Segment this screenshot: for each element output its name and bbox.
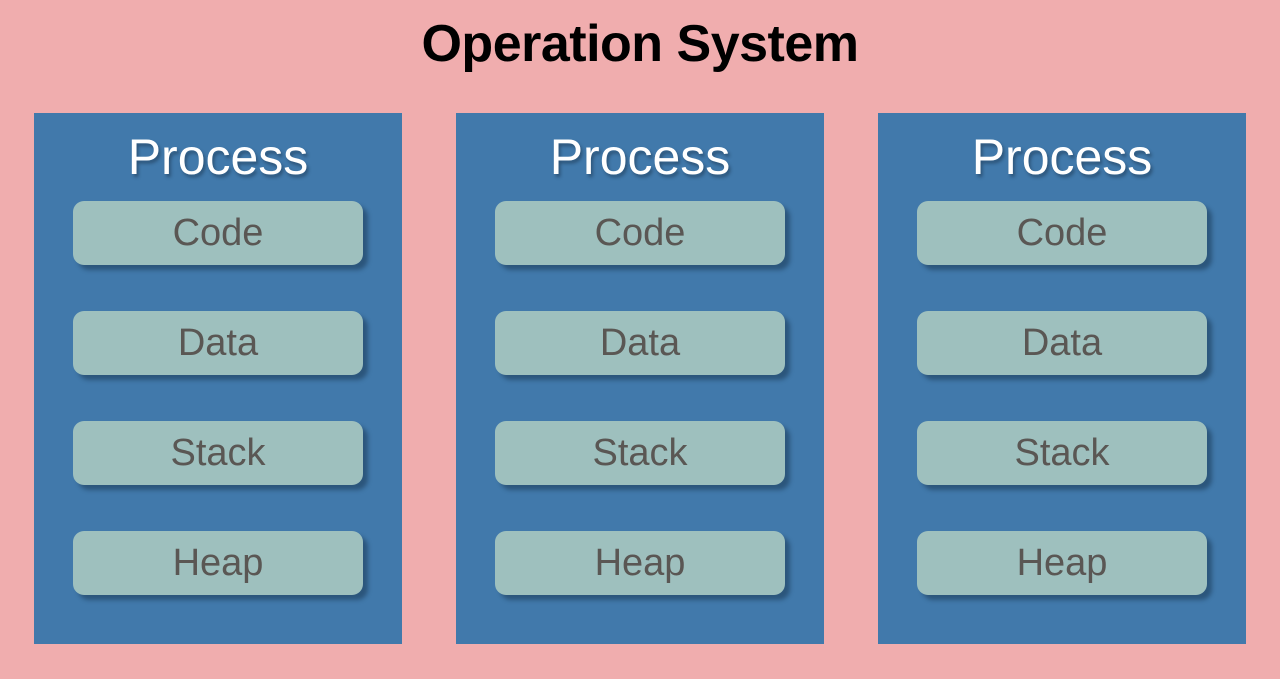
segment-heap[interactable]: Heap — [495, 530, 785, 595]
process-title: Process — [549, 129, 731, 185]
segment-code[interactable]: Code — [495, 200, 785, 265]
segment-label: Heap — [594, 541, 686, 584]
process-row: Process Code Data Stack Heap Process — [34, 113, 1246, 644]
segment-label: Stack — [592, 431, 688, 474]
segment-label: Code — [1016, 211, 1108, 254]
process-title: Process — [971, 129, 1153, 185]
segment-stack[interactable]: Stack — [917, 420, 1207, 485]
segment-label: Stack — [170, 431, 266, 474]
segment-label: Heap — [1016, 541, 1108, 584]
segment-label: Data — [599, 321, 681, 364]
segment-label: Data — [1021, 321, 1103, 364]
segment-heap[interactable]: Heap — [917, 530, 1207, 595]
segment-stack[interactable]: Stack — [73, 420, 363, 485]
process-title: Process — [127, 129, 309, 185]
segment-heap[interactable]: Heap — [73, 530, 363, 595]
segment-stack[interactable]: Stack — [495, 420, 785, 485]
process-box-3: Process Code Data Stack Heap — [878, 113, 1246, 644]
memory-segment-list: Code Data Stack Heap — [73, 200, 363, 595]
segment-code[interactable]: Code — [917, 200, 1207, 265]
process-box-2: Process Code Data Stack Heap — [456, 113, 824, 644]
segment-data[interactable]: Data — [917, 310, 1207, 375]
segment-label: Stack — [1014, 431, 1110, 474]
segment-data[interactable]: Data — [73, 310, 363, 375]
memory-segment-list: Code Data Stack Heap — [917, 200, 1207, 595]
memory-segment-list: Code Data Stack Heap — [495, 200, 785, 595]
segment-label: Code — [594, 211, 686, 254]
segment-label: Data — [177, 321, 259, 364]
segment-label: Heap — [172, 541, 264, 584]
segment-data[interactable]: Data — [495, 310, 785, 375]
segment-code[interactable]: Code — [73, 200, 363, 265]
process-box-1: Process Code Data Stack Heap — [34, 113, 402, 644]
segment-label: Code — [172, 211, 264, 254]
page-title: Operation System — [421, 15, 859, 73]
